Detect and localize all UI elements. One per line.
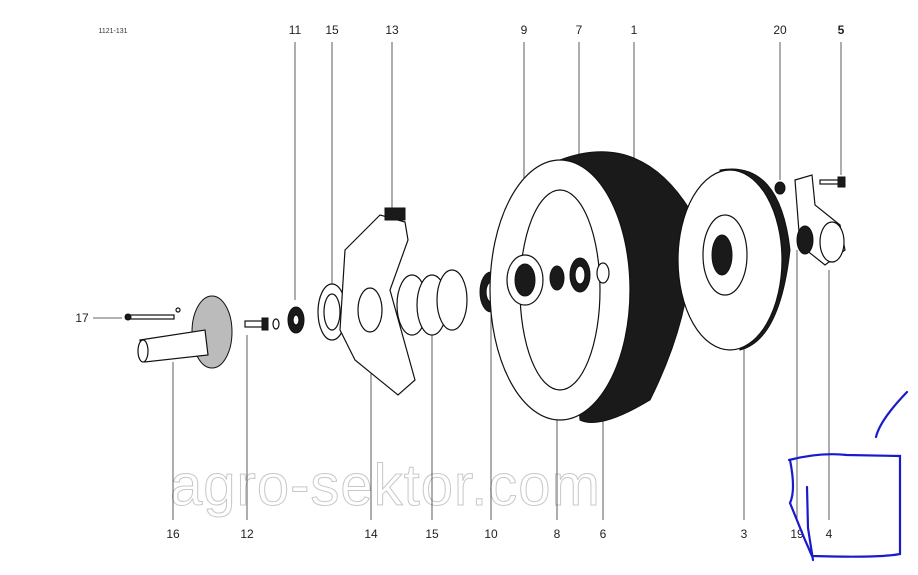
callout-15-bottom: 15 <box>425 527 439 541</box>
callout-12: 12 <box>240 527 254 541</box>
callout-10: 10 <box>484 527 498 541</box>
part-bolt-12 <box>244 317 280 331</box>
part-bolt-17 <box>124 307 181 321</box>
part-plate-14 <box>339 207 416 396</box>
callout-15-top: 15 <box>325 23 339 37</box>
callout-20: 20 <box>773 23 787 37</box>
callout-13: 13 <box>385 23 399 37</box>
callout-9: 9 <box>521 23 528 37</box>
callout-1: 1 <box>631 23 638 37</box>
callout-5: 5 <box>838 23 845 37</box>
callout-6: 6 <box>600 527 607 541</box>
part-gasket-15 <box>317 283 347 341</box>
part-gaskets-15 <box>396 269 468 336</box>
callout-14: 14 <box>364 527 378 541</box>
part-shaft-flange-16 <box>137 295 233 369</box>
callout-16: 16 <box>166 527 180 541</box>
callout-7: 7 <box>576 23 583 37</box>
callout-11: 11 <box>289 23 302 37</box>
callout-3: 3 <box>741 527 748 541</box>
part-pulley-1 <box>489 151 693 423</box>
part-tensioner-arm-4 <box>774 174 846 266</box>
part-hub-3 <box>677 168 791 351</box>
watermark: agro-sektor.com <box>170 453 601 518</box>
drawing-reference: 1121-131 <box>98 28 127 35</box>
part-nut-11 <box>287 306 305 334</box>
callout-4: 4 <box>826 527 833 541</box>
part-seals-7-8-6 <box>549 257 610 293</box>
hand-drawn-annotation <box>787 390 909 562</box>
callout-8: 8 <box>554 527 561 541</box>
callout-17: 17 <box>75 311 89 325</box>
